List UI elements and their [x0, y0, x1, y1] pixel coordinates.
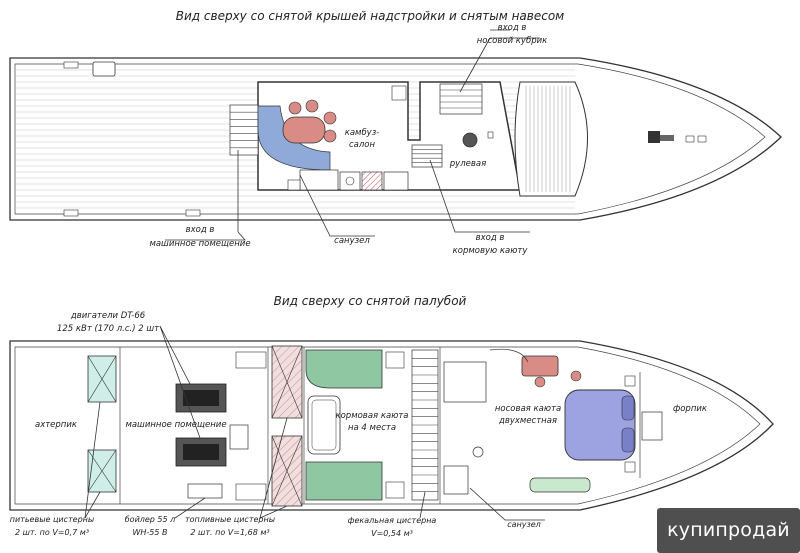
label-engines: двигатели DT-66: [70, 311, 146, 321]
label-forepeak: форпик: [673, 404, 708, 414]
label-water-tanks: питьевые цистерны: [10, 515, 94, 524]
steering-wheel-icon: [462, 132, 478, 148]
label-engine-room: машинное помещение: [125, 420, 226, 430]
label-engine-entry: вход в: [186, 225, 215, 235]
label-afterpeak: ахтерпик: [35, 420, 78, 430]
label-aft-cabin: кормовая каюта: [335, 411, 408, 421]
bow-equipment: [648, 131, 707, 143]
water-tanks: [87, 355, 117, 493]
label-aft-cabin-line2: на 4 места: [348, 423, 396, 433]
watermark-logo: купипродай: [657, 508, 800, 553]
top-view-title: Вид сверху со снятой крышей надстройки и…: [176, 9, 564, 23]
label-aft-cabin-entry-line2: кормовую каюту: [453, 246, 529, 256]
label-engines-line2: 125 кВт (170 л.с.) 2 шт: [57, 324, 160, 334]
label-wheelhouse: рулевая: [449, 159, 486, 169]
superstructure: [229, 81, 588, 197]
label-toilet-top: санузел: [334, 236, 370, 246]
hull-view-title: Вид сверху со снятой палубой: [274, 294, 467, 308]
label-boiler-line2: WH-55 B: [132, 528, 167, 537]
label-bow-cabin: носовая каюта: [495, 404, 561, 414]
mid-stairs-and-toilet: [411, 349, 487, 501]
label-aft-cabin-entry: вход в: [476, 233, 505, 243]
salon-table: [282, 99, 337, 144]
label-water-tanks-line2: 2 шт. по V=0,7 м³: [15, 528, 89, 537]
engines: [175, 351, 267, 501]
label-fuel-tanks: топливные цистерны: [185, 515, 275, 524]
label-sewage-tank-line2: V=0,54 м³: [371, 529, 413, 538]
label-sewage-tank: фекальная цистерна: [348, 516, 437, 525]
hull-outline: [9, 340, 774, 511]
label-fuel-tanks-line2: 2 шт. по V=1,68 м³: [190, 528, 269, 537]
label-bow-hatch-line2: носовой кубрик: [477, 36, 548, 46]
label-toilet-hull: санузел: [507, 520, 541, 529]
label-bow-hatch: вход в: [498, 23, 527, 33]
aft-cabin: [305, 349, 405, 501]
bow-cabin: [489, 348, 663, 493]
fuel-tanks: [271, 345, 303, 507]
label-boiler: бойлер 55 л: [125, 515, 176, 524]
label-galley: камбуз-: [345, 128, 380, 138]
label-galley-line2: салон: [349, 140, 376, 150]
label-bow-cabin-line2: двухместная: [498, 416, 557, 426]
label-engine-entry-line2: машинное помещение: [149, 239, 250, 249]
